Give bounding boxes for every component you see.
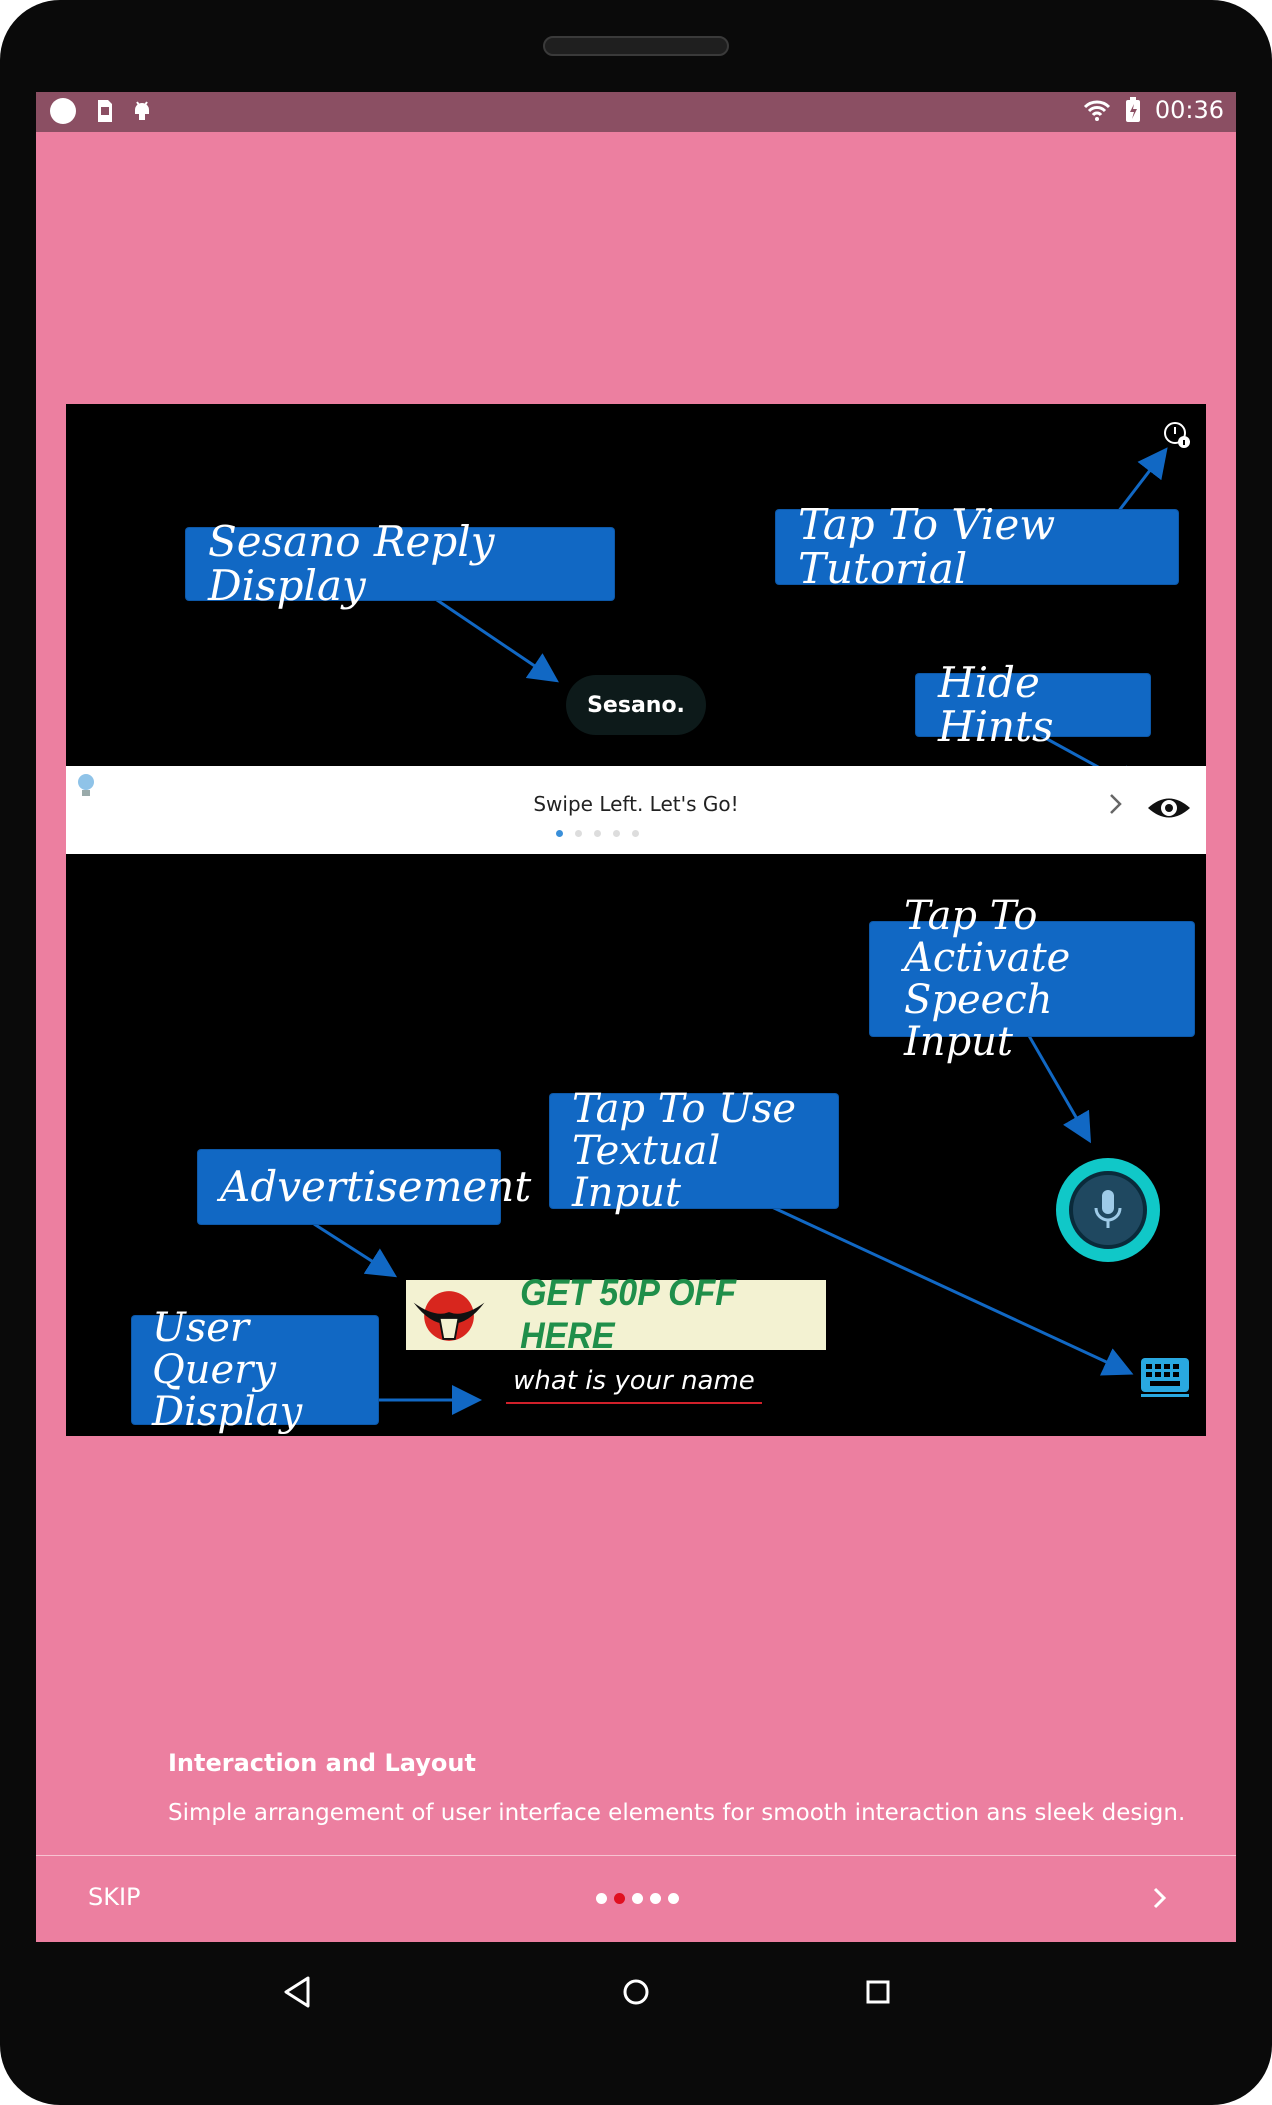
callout-user-query: User Query Display — [132, 1307, 378, 1433]
microphone-icon — [1094, 1190, 1122, 1228]
android-icon — [135, 101, 149, 120]
bull-logo-icon — [413, 1291, 485, 1341]
recents-icon[interactable] — [848, 1962, 908, 2022]
page-indicator — [596, 1893, 679, 1904]
device-speaker — [543, 36, 729, 56]
next-arrow-icon[interactable] — [1146, 1882, 1174, 1914]
status-bar: 00:36 — [36, 92, 1236, 132]
page-dot — [668, 1893, 679, 1904]
clock: 00:36 — [1154, 96, 1224, 124]
skip-button[interactable]: SKIP — [88, 1883, 141, 1911]
ad-text: GET 50P OFF HERE — [520, 1272, 737, 1357]
tutorial-info-icon — [1164, 422, 1190, 448]
ad-banner: GET 50P OFF HERE — [406, 1272, 826, 1357]
page-dot — [632, 1893, 643, 1904]
navigation-bar — [36, 1942, 1236, 2050]
footer-divider — [36, 1855, 1236, 1856]
user-query-text: what is your name — [506, 1366, 762, 1404]
callout-textual-input: Tap To Use Textual Input — [550, 1088, 838, 1214]
home-icon[interactable] — [606, 1962, 666, 2022]
callout-reply-display: Sesano Reply Display — [186, 519, 614, 608]
slide-title: Interaction and Layout — [168, 1749, 476, 1777]
battery-icon — [1125, 97, 1140, 122]
notification-circle-icon — [50, 98, 76, 124]
callout-advertisement: Advertisement — [198, 1150, 531, 1224]
hint-text: Swipe Left. Let's Go! — [533, 792, 739, 816]
page-dot — [650, 1893, 661, 1904]
tutorial-image: Sesano Reply Display Tap To View Tutoria… — [66, 404, 1206, 1436]
eye-icon — [1148, 798, 1190, 818]
keyboard-icon — [1141, 1358, 1189, 1397]
screen: 00:36 — [36, 92, 1236, 1942]
microphone-button — [1056, 1158, 1160, 1262]
back-icon[interactable] — [268, 1962, 328, 2022]
callout-view-tutorial: Tap To View Tutorial — [776, 502, 1178, 591]
hint-bar: Swipe Left. Let's Go! — [66, 766, 1206, 854]
hint-pager — [556, 830, 639, 837]
slide-description: Simple arrangement of user interface ele… — [168, 1800, 1186, 1826]
page-dot-active — [614, 1893, 625, 1904]
callout-speech-input: Tap To Activate Speech Input — [870, 895, 1194, 1063]
callout-hide-hints: Hide Hints — [916, 660, 1150, 749]
wifi-icon — [1083, 100, 1110, 121]
page-dot — [596, 1893, 607, 1904]
chevron-right-icon — [1110, 794, 1122, 814]
sd-card-icon — [98, 100, 112, 122]
lightbulb-icon — [78, 774, 94, 796]
reply-bubble: Sesano. — [566, 675, 706, 735]
